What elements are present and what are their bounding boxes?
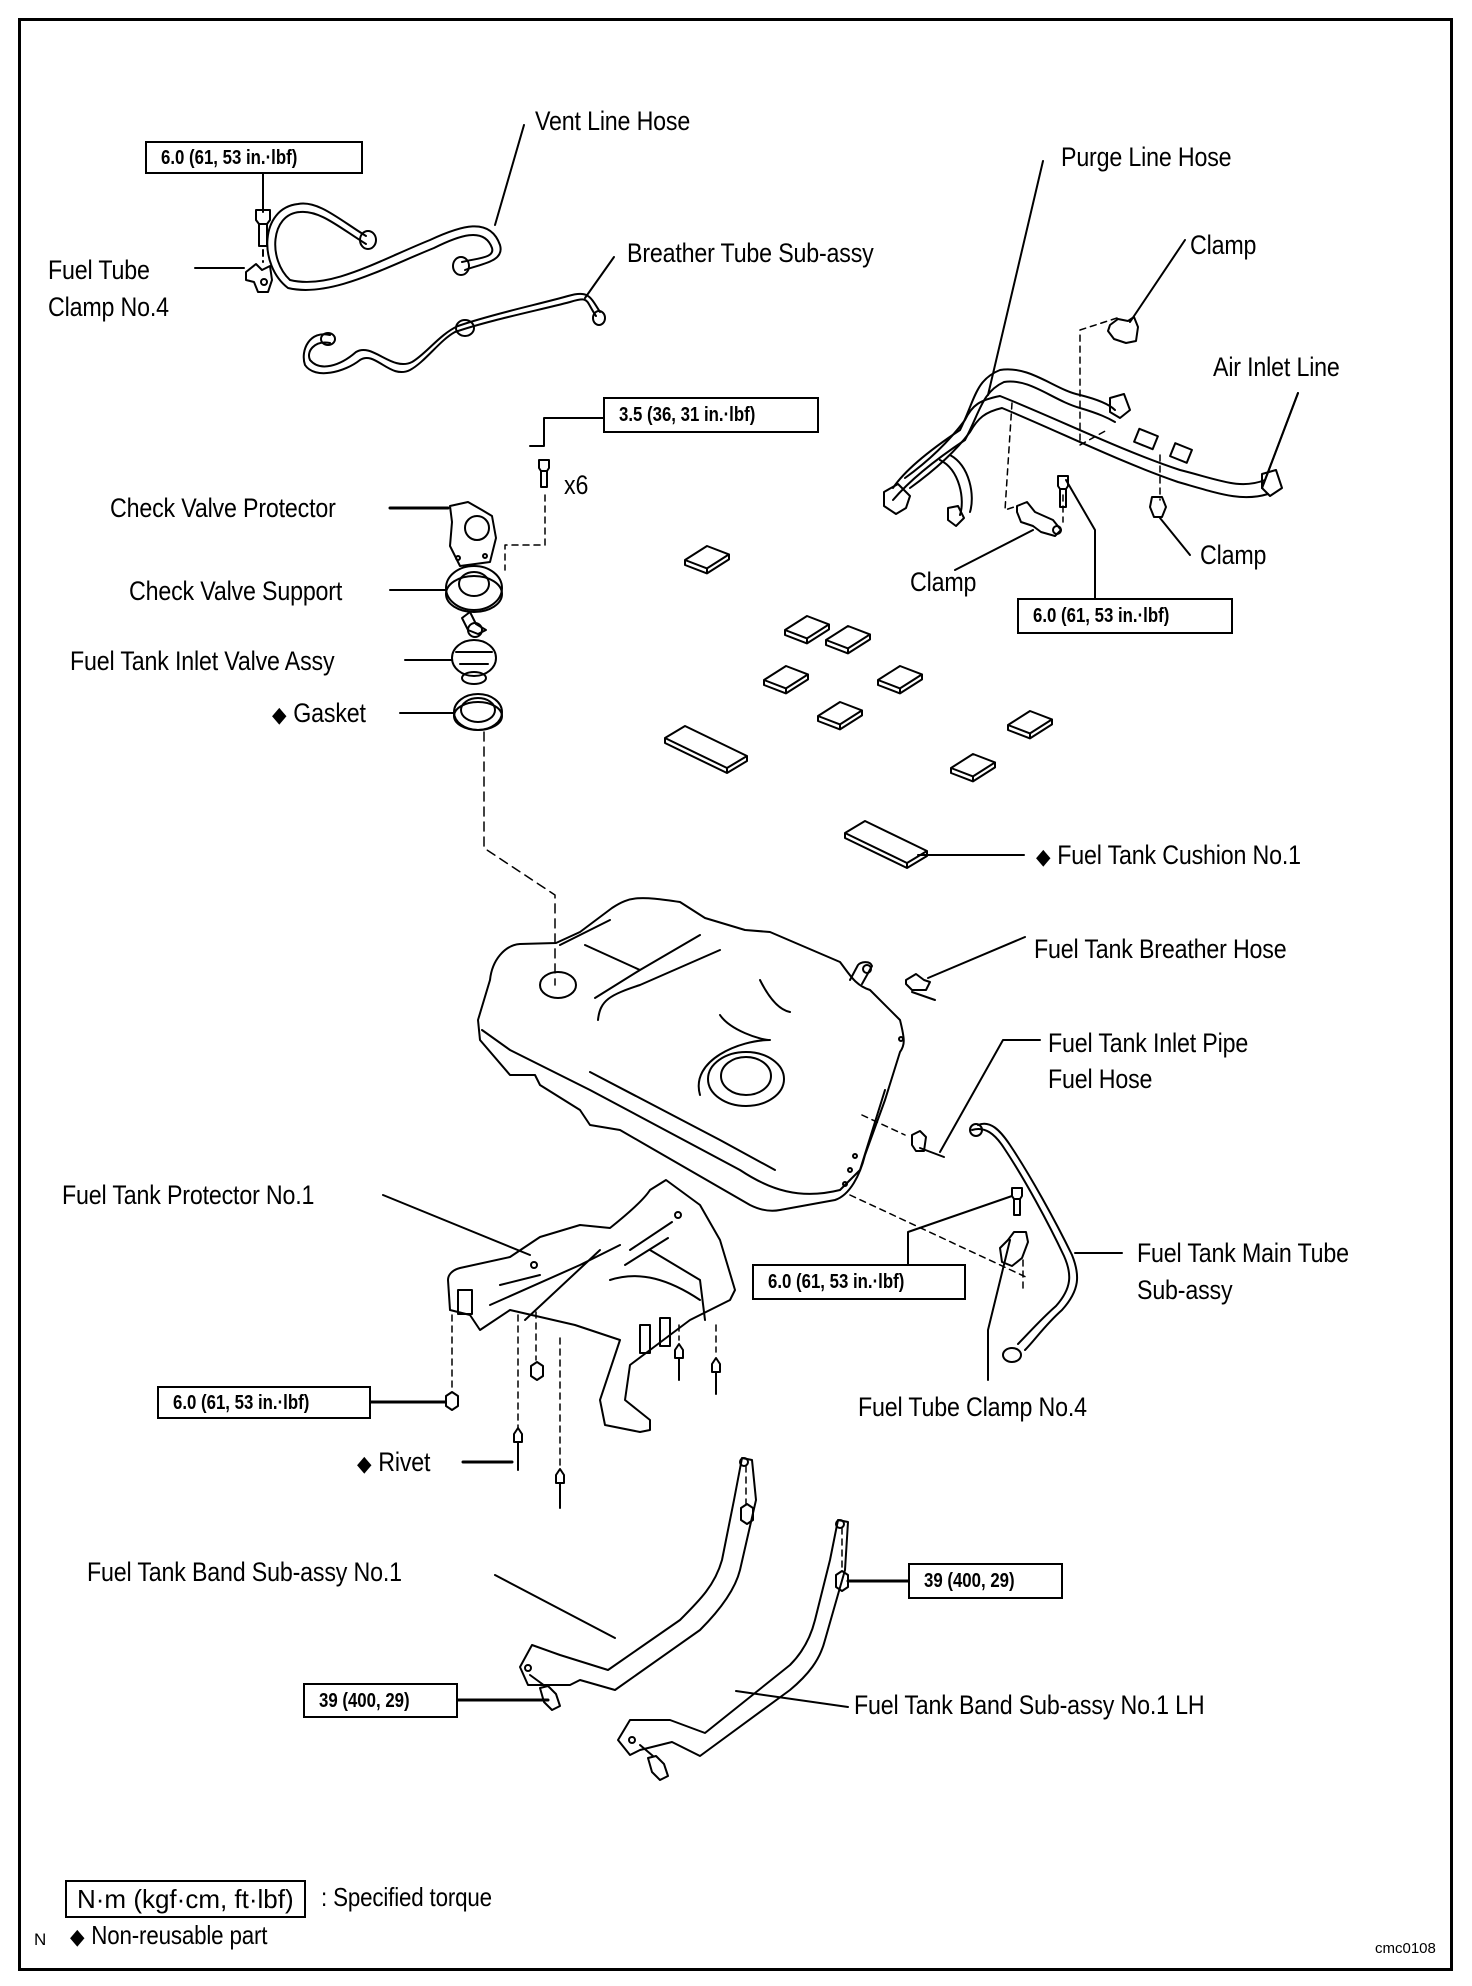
- label-band-no1: Fuel Tank Band Sub-assy No.1: [87, 1557, 402, 1587]
- check-valve-protector: [449, 501, 497, 567]
- clamp-right: [1149, 496, 1191, 556]
- label-fuel-tube-clamp-top-line1: Fuel Tube: [48, 255, 150, 285]
- label-inlet-valve-assy: Fuel Tank Inlet Valve Assy: [70, 646, 335, 676]
- label-vent-line-hose: Vent Line Hose: [535, 106, 691, 136]
- fuel-tank-band-no1: [519, 1457, 757, 1711]
- leader-line: [584, 256, 615, 299]
- label-main-tube-line1: Fuel Tank Main Tube: [1137, 1238, 1349, 1268]
- cushion-pad: [1007, 710, 1053, 740]
- label-check-valve-support: Check Valve Support: [129, 576, 343, 606]
- torque-box-purge-clamp: 6.0 (61, 53 in.·lbf): [1017, 598, 1233, 634]
- non-reusable-diamond-icon: ◆: [1036, 844, 1051, 869]
- cushion-pad: [784, 615, 830, 645]
- label-clamp-top: Clamp: [1190, 230, 1257, 260]
- label-clamp-right: Clamp: [1200, 540, 1267, 570]
- torque-box-protector-nut: 6.0 (61, 53 in.·lbf): [157, 1386, 371, 1419]
- cushion-pad-long: [844, 820, 928, 869]
- corner-mark: N: [34, 1930, 47, 1949]
- cushion-pad: [684, 545, 730, 575]
- leader-line: [494, 124, 525, 226]
- leader-line: [1261, 392, 1299, 489]
- legend-torque-units-box: N·m (kgf·cm, ft·lbf): [65, 1880, 306, 1918]
- torque-box-band-right: 39 (400, 29): [908, 1563, 1063, 1599]
- legend-torque-description: : Specified torque: [321, 1882, 492, 1912]
- fuel-tank: [477, 897, 905, 1212]
- non-reusable-diamond-icon: ◆: [357, 1451, 372, 1476]
- protector-fasteners: [445, 1311, 721, 1509]
- label-x6: x6: [564, 470, 589, 500]
- check-valve-bolts: [504, 417, 604, 571]
- purge-clamp-bolt: [1057, 475, 1096, 599]
- vent-line-hose: [266, 202, 502, 291]
- diagram-frame: [18, 18, 1453, 1971]
- clamp-left: [954, 501, 1062, 571]
- label-fuel-tube-clamp-bottom: Fuel Tube Clamp No.4: [858, 1392, 1087, 1422]
- fuel-tank-inlet-valve-assy: [451, 611, 497, 685]
- breather-tube-sub-assy: [302, 292, 606, 375]
- non-reusable-diamond-icon: ◆: [272, 702, 287, 727]
- figure-id: cmc0108: [1375, 1940, 1436, 1957]
- label-rivet: ◆Rivet: [357, 1447, 431, 1477]
- cushion-pad: [950, 753, 996, 783]
- cushion-pad: [877, 665, 923, 695]
- fuel-tube-clamp-no4-top: [245, 172, 273, 293]
- label-cushion: ◆Fuel Tank Cushion No.1: [1036, 840, 1301, 870]
- cushion-pad: [763, 665, 809, 695]
- label-inlet-pipe-line1: Fuel Tank Inlet Pipe: [1048, 1028, 1249, 1058]
- label-protector: Fuel Tank Protector No.1: [62, 1180, 315, 1210]
- purge-line-hose-assembly: [883, 368, 1283, 527]
- cushion-pad: [825, 625, 871, 655]
- clamp-top: [1107, 239, 1186, 344]
- fuel-tank-band-no1-lh: [617, 1519, 849, 1781]
- fuel-tank-main-tube-sub-assy: [969, 1122, 1123, 1363]
- fuel-tank-breather-hose: [905, 936, 1026, 1001]
- leader-line: [382, 1194, 531, 1256]
- fuel-tank-protector-no1: [447, 1179, 736, 1433]
- label-check-valve-protector: Check Valve Protector: [110, 493, 336, 523]
- label-clamp-left: Clamp: [910, 567, 977, 597]
- cushion-pad-long: [664, 725, 748, 774]
- label-breather-tube: Breather Tube Sub-assy: [627, 238, 874, 268]
- non-reusable-diamond-icon: ◆: [70, 1924, 85, 1949]
- check-valve-support: [445, 565, 503, 613]
- fuel-tank-cushions: [664, 545, 1053, 869]
- fuel-tube-clamp-no4-bottom: [849, 1187, 1029, 1381]
- label-purge-line-hose: Purge Line Hose: [1061, 142, 1232, 172]
- leader-line: [735, 1690, 849, 1708]
- label-breather-hose: Fuel Tank Breather Hose: [1034, 934, 1287, 964]
- leader-line: [494, 1574, 616, 1639]
- torque-box-check-valve: 3.5 (36, 31 in.·lbf): [603, 397, 819, 433]
- torque-box-main-tube: 6.0 (61, 53 in.·lbf): [752, 1264, 966, 1300]
- label-inlet-pipe-line2: Fuel Hose: [1048, 1064, 1153, 1094]
- cushion-pad: [817, 701, 863, 731]
- gasket: [453, 693, 503, 731]
- label-air-inlet-line: Air Inlet Line: [1213, 352, 1340, 382]
- label-band-no1-lh: Fuel Tank Band Sub-assy No.1 LH: [854, 1690, 1205, 1720]
- fuel-tank-inlet-pipe-fuel-hose: [861, 1039, 1041, 1158]
- torque-box-band-left: 39 (400, 29): [303, 1683, 458, 1718]
- label-fuel-tube-clamp-top-line2: Clamp No.4: [48, 292, 169, 322]
- leader-line: [987, 160, 1044, 396]
- torque-box-clamp-top: 6.0 (61, 53 in.·lbf): [145, 141, 363, 174]
- dashed-alignment-lines: [1004, 317, 1161, 523]
- legend-non-reusable: ◆Non-reusable part: [70, 1920, 268, 1950]
- label-main-tube-line2: Sub-assy: [1137, 1275, 1233, 1305]
- dashed-alignment-line: [483, 731, 556, 986]
- label-gasket: ◆Gasket: [272, 698, 366, 728]
